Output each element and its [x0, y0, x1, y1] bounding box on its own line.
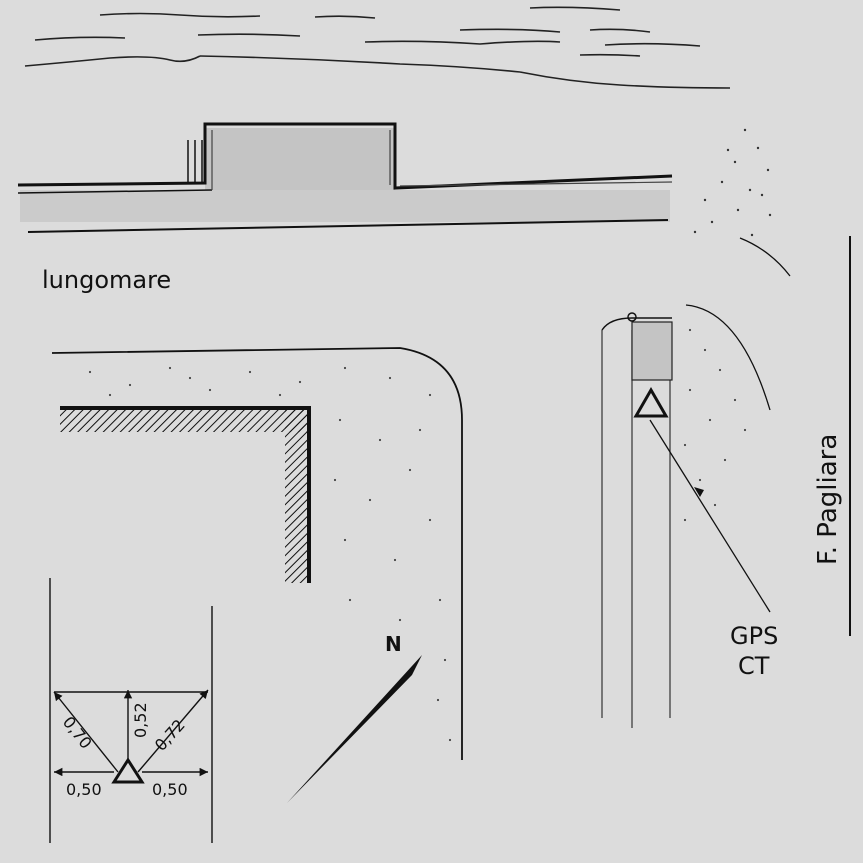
detail-triangle-icon: [111, 757, 145, 784]
benchmark-location: GPS CT: [601, 304, 778, 728]
sea-waves: [24, 6, 731, 89]
distance-0-72: 0,72: [151, 715, 189, 754]
promenade-building: [17, 122, 673, 233]
north-arrow: N: [287, 632, 422, 803]
gps-label: GPS: [730, 622, 778, 650]
gps-leader-line: [649, 419, 771, 613]
distance-0-52: 0,52: [131, 702, 150, 738]
distance-detail: 0,70 0,52 0,72 0,50 0,50: [49, 578, 213, 843]
benchmark-triangle-icon: [633, 386, 669, 418]
distance-0-50-right: 0,50: [152, 780, 188, 799]
north-label: N: [385, 632, 402, 656]
beach-dots: [693, 128, 791, 277]
distance-0-70: 0,70: [59, 713, 96, 753]
ct-label: CT: [738, 652, 770, 680]
corner-sidewalk: [51, 347, 463, 760]
street-label: lungomare: [42, 266, 171, 294]
river-label: F. Pagliara: [813, 434, 843, 565]
distance-0-50-left: 0,50: [66, 780, 102, 799]
